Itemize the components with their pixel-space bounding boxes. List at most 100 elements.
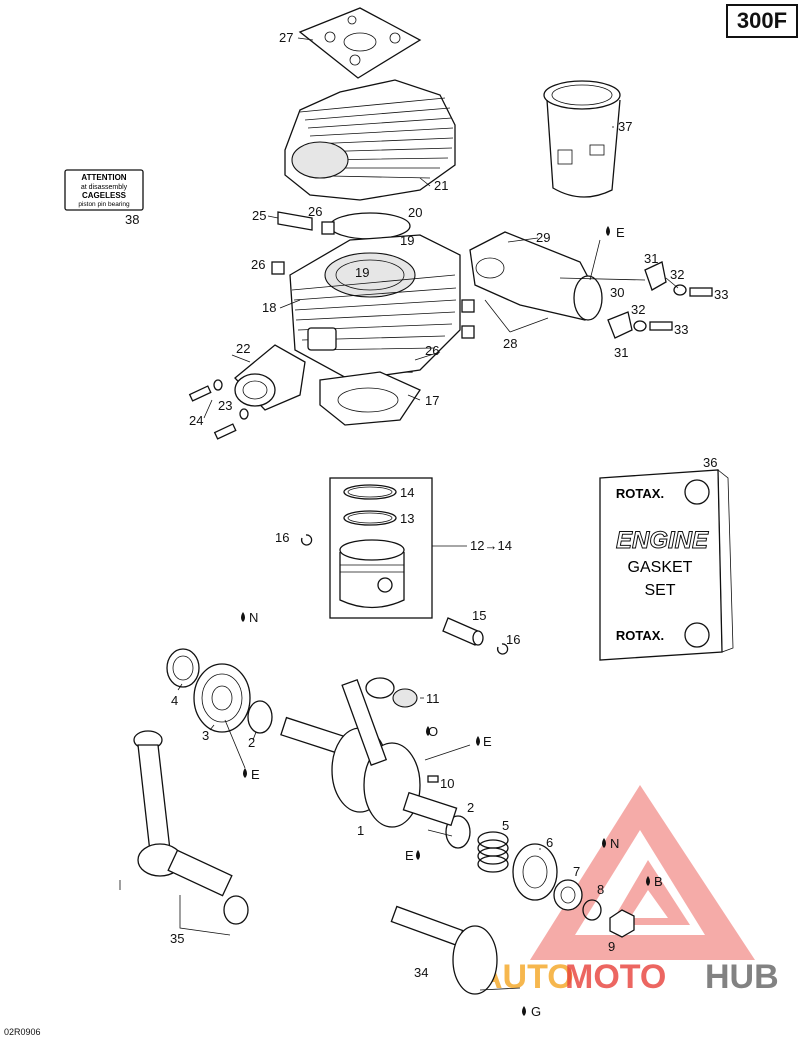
callout-34: 34 — [414, 965, 428, 980]
part-22-intake-socket — [234, 344, 306, 411]
part-4-seal — [166, 648, 200, 688]
callout-31: 31 — [614, 345, 628, 360]
callout-5: 5 — [502, 818, 509, 833]
callout-N: N — [610, 836, 619, 851]
model-badge: 300F — [726, 4, 798, 38]
part-31-bracket — [607, 261, 667, 339]
callout-7: 7 — [573, 864, 580, 879]
callout-N: N — [249, 610, 258, 625]
diagram-code: 02R0906 — [4, 1027, 41, 1037]
callout-2: 2 — [248, 735, 255, 750]
callout-23: 23 — [218, 398, 232, 413]
part-38-attention-sticker: ATTENTION at disassembly CAGELESS piston… — [64, 169, 144, 211]
callout-28: 28 — [503, 336, 517, 351]
callout-20: 20 — [408, 205, 422, 220]
gasket-line1: ENGINE — [616, 527, 709, 554]
callout-33: 33 — [674, 322, 688, 337]
callout-1: 1 — [357, 823, 364, 838]
callout-30: 30 — [610, 285, 624, 300]
watermark-hub: HUB — [705, 958, 779, 996]
part-18-cylinder — [289, 234, 461, 381]
callout-35: 35 — [170, 931, 184, 946]
callout-15: 15 — [472, 608, 486, 623]
part-27-head-gasket — [298, 7, 422, 79]
callout-B: B — [654, 874, 663, 889]
callout-12-14: 12→14 — [470, 538, 512, 553]
gasket-line3: SET — [644, 582, 675, 599]
part-1-crankshaft — [280, 677, 458, 828]
drop-icon — [241, 612, 245, 622]
part-20-o-ring — [329, 212, 411, 240]
sticker-line2: at disassembly — [81, 184, 128, 191]
callout-11: 11 — [426, 691, 440, 706]
callout-24: 24 — [189, 413, 203, 428]
callout-O: O — [428, 724, 438, 739]
sticker-line1: ATTENTION — [81, 173, 126, 182]
watermark-moto: MOTO — [565, 958, 666, 996]
part-9-nut — [609, 909, 635, 938]
callout-3: 3 — [202, 728, 209, 743]
callout-21: 21 — [434, 178, 448, 193]
drop-icon — [243, 768, 247, 778]
part-29-exhaust-manifold — [469, 231, 603, 321]
callout-labels: 27 37 21 38 25 26 20 19 29 E 26 19 31 32… — [125, 30, 728, 1019]
callout-16: 16 — [506, 632, 520, 647]
drop-icon — [606, 226, 610, 236]
part-36-gasket-set: ROTAX. ENGINE GASKET SET ROTAX. — [599, 469, 734, 661]
part-5-spring — [477, 831, 509, 873]
part-21-cylinder-head — [284, 79, 456, 201]
part-34-output-shaft — [390, 905, 498, 995]
callout-E: E — [251, 767, 260, 782]
sticker-line4: piston pin bearing — [78, 201, 130, 208]
callout-32: 32 — [670, 267, 684, 282]
callout-E: E — [616, 225, 625, 240]
part-35-connecting-rod-assembly — [119, 730, 249, 936]
drop-icon — [522, 1006, 526, 1016]
sticker-line3: CAGELESS — [82, 191, 127, 200]
part-23-washer — [213, 379, 249, 420]
drop-icon — [602, 838, 606, 848]
part-32-washer — [633, 284, 687, 332]
callout-26: 26 — [251, 257, 265, 272]
part-33-screw — [649, 287, 713, 331]
part-2-shim — [247, 700, 471, 849]
watermark-logo — [530, 785, 755, 960]
watermark-text: AUTO MOTO HUB — [478, 958, 779, 996]
callout-6: 6 — [546, 835, 553, 850]
gasket-brand-top: ROTAX. — [616, 486, 664, 501]
callout-26: 26 — [425, 343, 439, 358]
callout-8: 8 — [597, 882, 604, 897]
callout-2: 2 — [467, 800, 474, 815]
part-6-bearing — [512, 843, 558, 901]
callout-33: 33 — [714, 287, 728, 302]
callout-9: 9 — [608, 939, 615, 954]
callout-17: 17 — [425, 393, 439, 408]
part-24-screw — [188, 385, 237, 440]
part-37-cylinder-sleeve — [543, 80, 621, 198]
callout-29: 29 — [536, 230, 550, 245]
part-14-piston-ring — [343, 484, 397, 500]
drop-icon — [476, 736, 480, 746]
callout-10: 10 — [440, 776, 454, 791]
callout-G: G — [531, 1004, 541, 1019]
part-15-piston-pin — [442, 617, 484, 646]
part-25-cap — [277, 211, 313, 231]
callout-19: 19 — [400, 233, 414, 248]
callout-16: 16 — [275, 530, 289, 545]
callout-19: 19 — [355, 265, 369, 280]
callout-32: 32 — [631, 302, 645, 317]
gasket-line2: GASKET — [628, 559, 693, 576]
callout-36: 36 — [703, 455, 717, 470]
callout-14: 14 — [400, 485, 414, 500]
callout-E: E — [483, 734, 492, 749]
leader-lines — [177, 37, 679, 991]
drop-icon — [416, 850, 420, 860]
lubricant-drop-icons — [241, 226, 650, 1016]
part-8-washer — [582, 899, 602, 921]
callout-4: 4 — [171, 693, 178, 708]
callout-26: 26 — [308, 204, 322, 219]
drop-icon — [426, 726, 430, 736]
callout-13: 13 — [400, 511, 414, 526]
callout-31: 31 — [644, 251, 658, 266]
